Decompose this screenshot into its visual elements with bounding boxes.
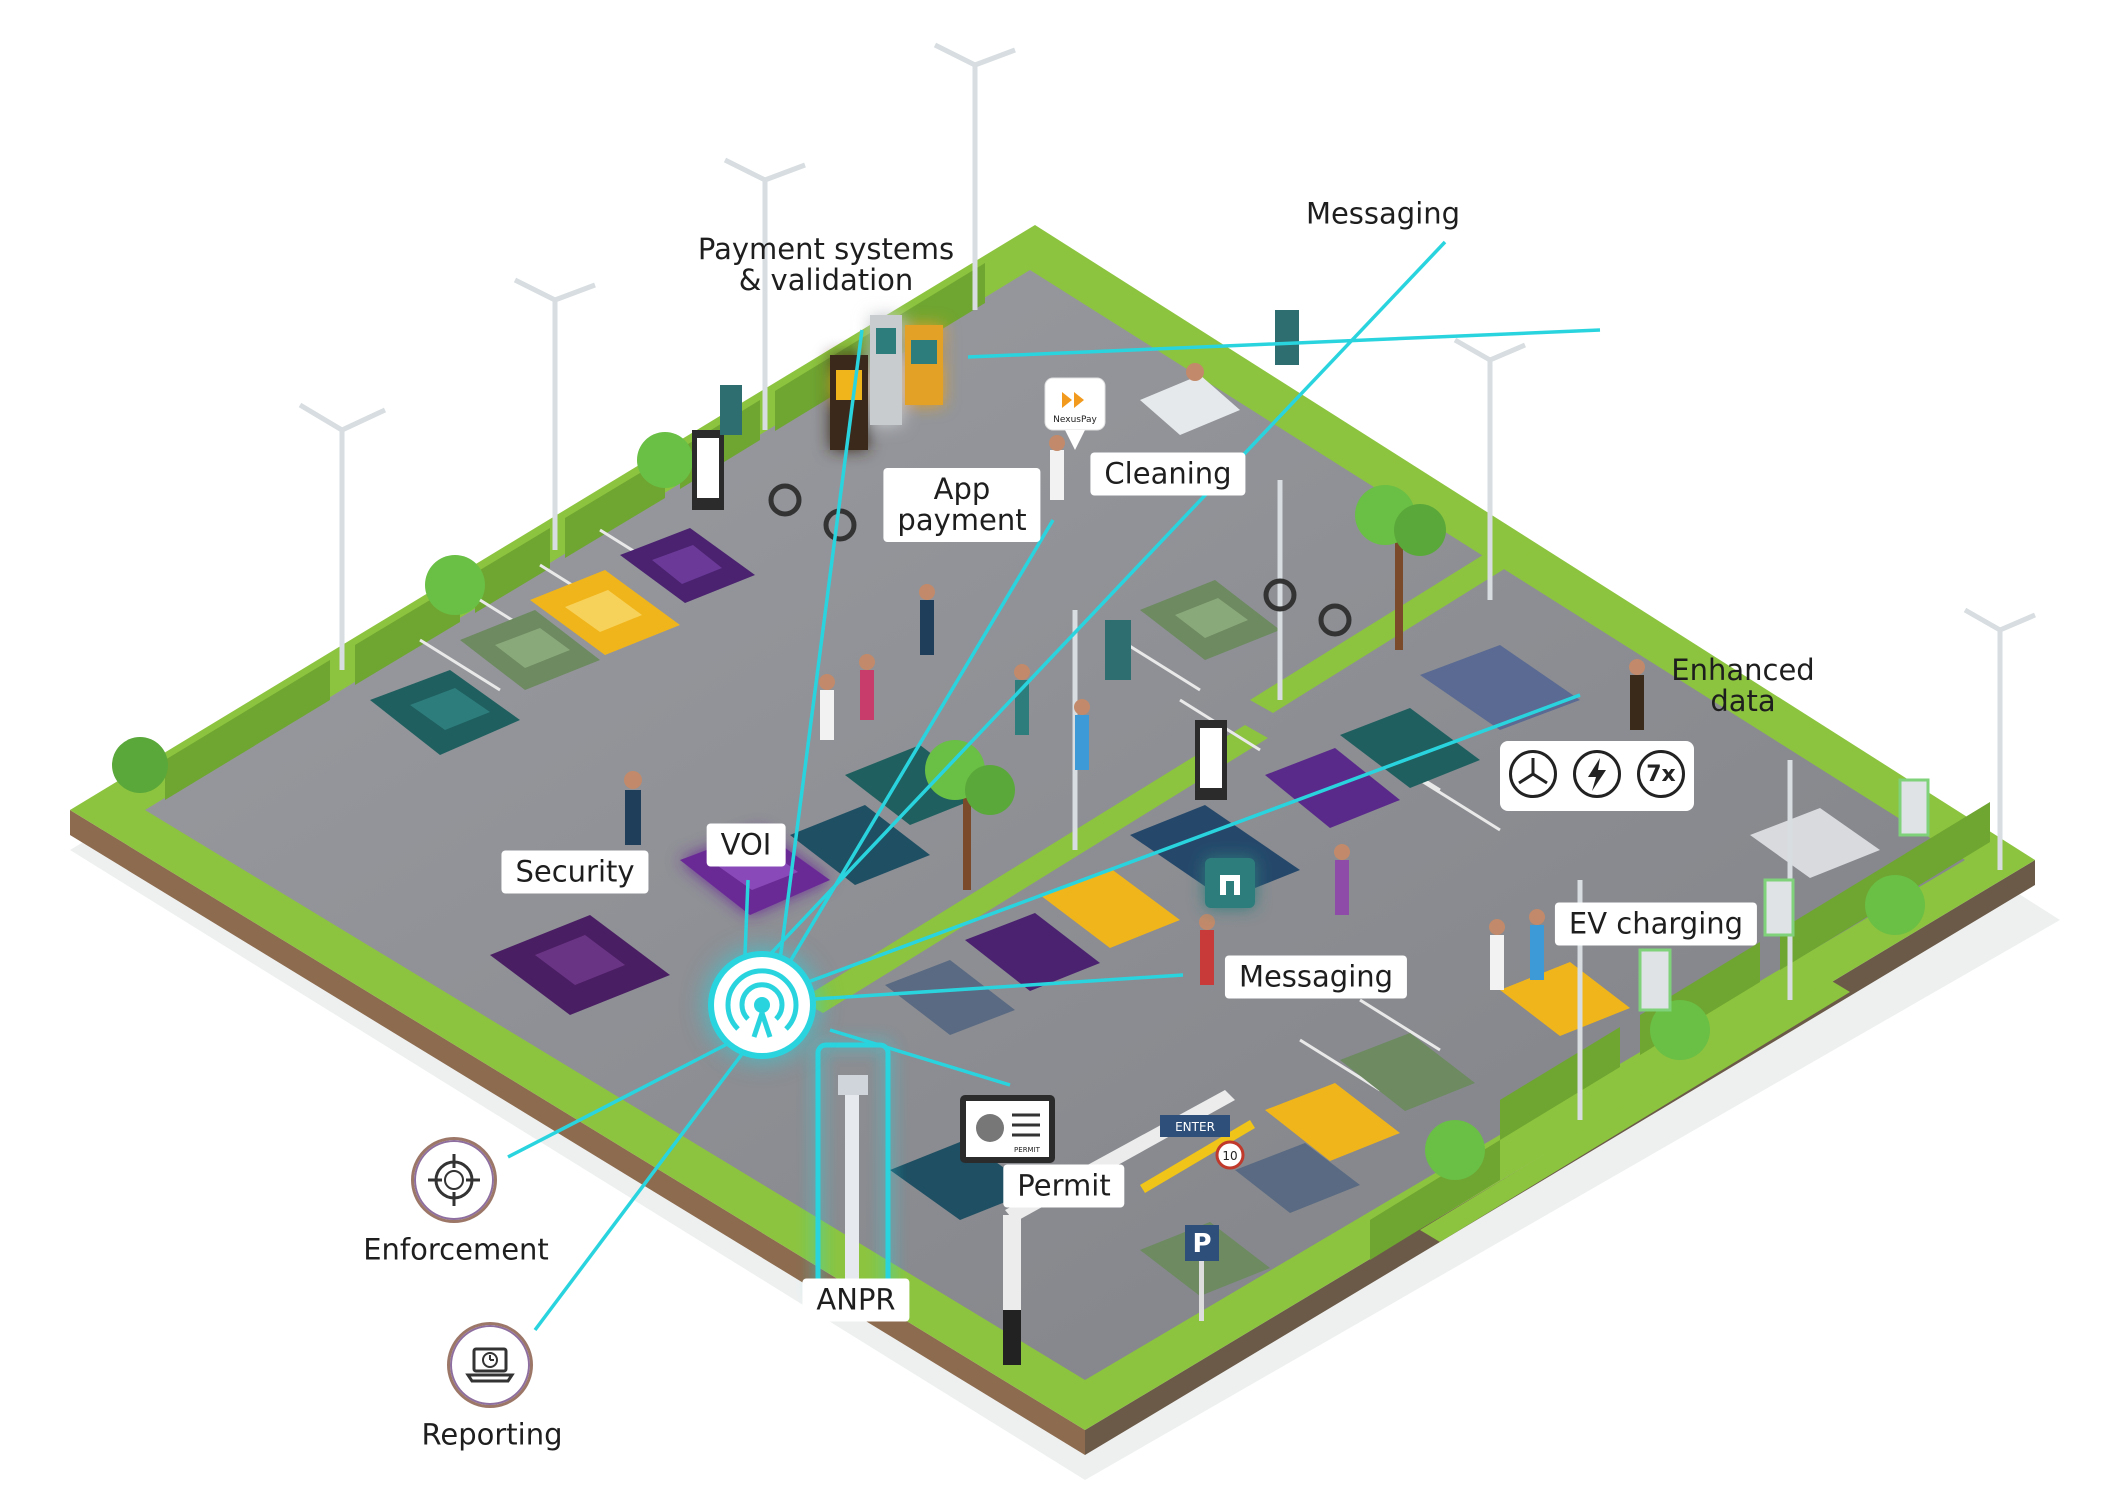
enter-sign-text: ENTER: [1175, 1120, 1215, 1134]
car-sage-3: [1340, 1033, 1475, 1111]
sweeper-vehicle: [1140, 363, 1240, 435]
payment-kiosks: [830, 315, 943, 450]
bushes: [112, 432, 1925, 1180]
seven-x-icon: 7x: [1637, 750, 1685, 798]
car-sage-1: [460, 610, 600, 690]
label-payment-systems: Payment systems & validation: [697, 232, 955, 297]
label-messaging-bottom: Messaging: [1224, 955, 1408, 999]
enhanced-data-icons: 7x: [1500, 741, 1694, 811]
car-yellow-3: [1265, 1083, 1400, 1161]
laptop-clock-icon: [447, 1322, 533, 1408]
connection-lines: [507, 240, 1601, 1332]
speed-limit-sign: 10: [1215, 1140, 1245, 1170]
car-steel: [885, 960, 1015, 1035]
street-lamps: [298, 42, 2036, 1120]
car-yellow-2: [1040, 868, 1180, 948]
mercedes-logo-icon: [1509, 750, 1557, 798]
parking-p-sign: P: [1185, 1225, 1219, 1321]
car-purple-1: [620, 528, 755, 603]
median-strip-2: [1250, 535, 1538, 713]
car-pickup-purple: [490, 915, 670, 1015]
label-anpr: ANPR: [802, 1278, 910, 1322]
label-enforcement: Enforcement: [363, 1232, 549, 1267]
label-cleaning: Cleaning: [1090, 452, 1246, 496]
label-voi: VOI: [706, 823, 786, 867]
car-teal-4: [1340, 708, 1480, 788]
label-ev-charging: EV charging: [1554, 902, 1758, 946]
car-white-ev: [1750, 808, 1880, 878]
people: [624, 435, 1645, 990]
nexuspay-bubble: NexusPay: [1044, 377, 1106, 450]
median-strip-3: [1420, 980, 1850, 1242]
label-messaging-top: Messaging: [1305, 196, 1461, 231]
ev-chargers: [1638, 778, 1930, 1012]
car-teal-3: [845, 745, 985, 825]
car-navy: [1130, 805, 1300, 900]
label-enhanced-data: Enhanced data: [1671, 653, 1815, 718]
permit-card-text: PERMIT: [1014, 1146, 1041, 1154]
label-reporting: Reporting: [421, 1417, 563, 1452]
label-security: Security: [501, 850, 649, 894]
car-yellow-1: [530, 570, 680, 655]
label-app-payment: App payment: [883, 468, 1041, 542]
nexuspay-text: NexusPay: [1053, 415, 1097, 425]
info-signs: [692, 310, 1299, 800]
label-permit: Permit: [1003, 1164, 1125, 1208]
trees: [925, 485, 1446, 890]
car-purple-3: [965, 913, 1100, 991]
car-sage-2: [1140, 580, 1280, 660]
svg-text:10: 10: [1222, 1149, 1237, 1163]
car-yellow-ev: [1500, 962, 1630, 1036]
svg-text:P: P: [1192, 1229, 1211, 1259]
permit-card: PERMIT: [960, 1095, 1055, 1163]
lightning-icon: [1573, 750, 1621, 798]
car-teal-1: [370, 670, 520, 755]
car-teal-5: [890, 1140, 1035, 1220]
parked-cars: [370, 528, 1880, 1296]
messaging-marker: [1205, 858, 1255, 908]
broadcast-tower-icon: [714, 957, 810, 1053]
car-steel-2: [1235, 1143, 1360, 1213]
target-icon: [411, 1137, 497, 1223]
